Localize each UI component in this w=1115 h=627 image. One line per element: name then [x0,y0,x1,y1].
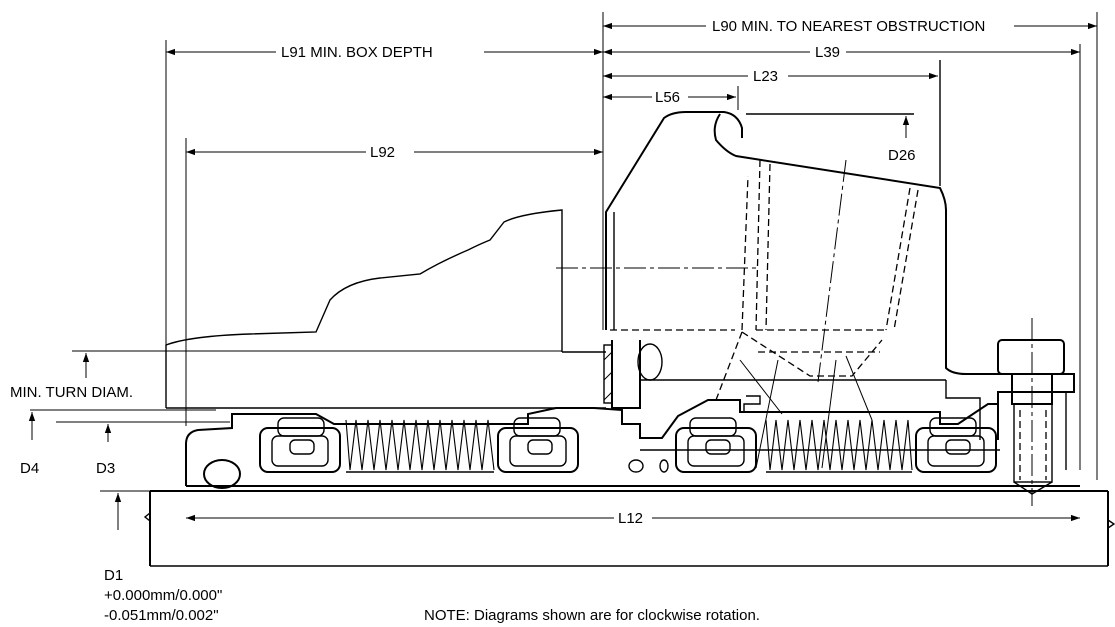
label-d26: D26 [888,147,916,164]
label-tolerance-plus: +0.000mm/0.000" [104,587,222,604]
label-l23: L23 [753,68,778,85]
label-l92: L92 [370,144,395,161]
label-l90: L90 MIN. TO NEAREST OBSTRUCTION [712,18,985,35]
angled-port [715,159,919,469]
label-d4: D4 [20,460,39,477]
label-l39: L39 [815,44,840,61]
label-d1: D1 [104,567,123,584]
seal-cartridge [185,343,1080,489]
dimensions [28,12,1098,530]
label-d3: D3 [96,460,115,477]
shaft [143,490,1115,567]
label-l56: L56 [655,89,680,106]
label-l91: L91 MIN. BOX DEPTH [281,44,433,61]
gland-bolt [997,318,1067,506]
gland-plate [605,60,1075,440]
label-min-turn-diam: MIN. TURN DIAM. [10,384,133,401]
label-tolerance-minus: -0.051mm/0.002" [104,607,219,624]
pump-housing [165,209,756,409]
note-rotation: NOTE: Diagrams shown are for clockwise r… [424,607,760,624]
label-l12: L12 [618,510,643,527]
